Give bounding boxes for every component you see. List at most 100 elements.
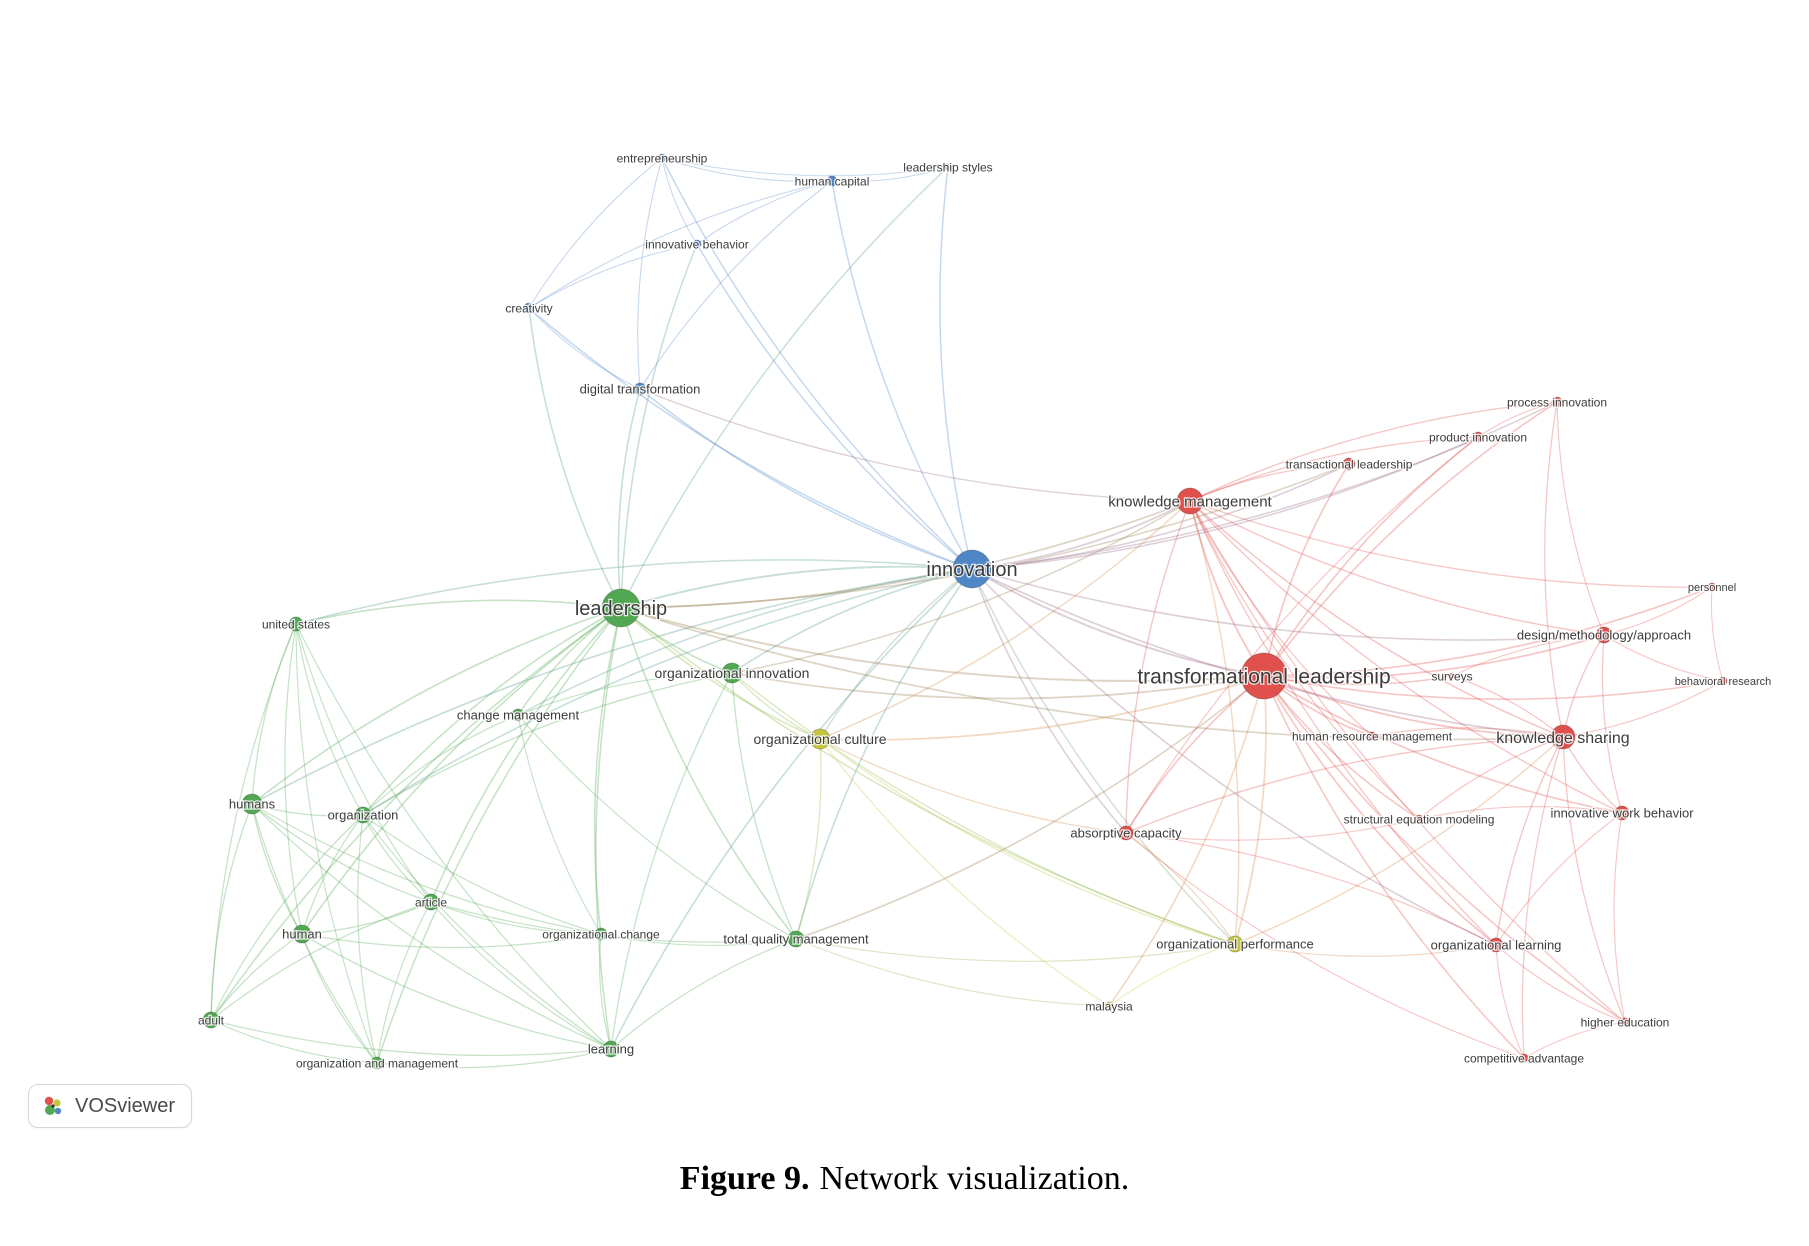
edge-organizational_innovation-organization <box>362 672 733 816</box>
edge-humans-organizational_change <box>251 803 602 935</box>
edge-creativity-digital_transformation <box>528 307 641 390</box>
edge-transformational_leadership-personnel <box>1263 586 1713 677</box>
edge-innovation-united_states <box>295 559 973 625</box>
edge-innovation-organizational_innovation <box>731 568 973 674</box>
edge-process_innovation-knowledge_sharing <box>1544 401 1564 738</box>
edge-leadership-organizational_performance <box>620 607 1236 945</box>
node-adult[interactable] <box>202 1011 220 1029</box>
node-organizational_performance[interactable] <box>1226 935 1244 953</box>
edge-leadership-organization_and_management <box>376 607 622 1064</box>
node-label-adult: adult <box>198 1013 225 1027</box>
node-label-organizational_innovation: organizational innovation <box>655 665 810 681</box>
edge-organization-organizational_change <box>362 814 602 935</box>
node-product_innovation[interactable] <box>1472 431 1484 443</box>
node-creativity[interactable] <box>523 302 535 314</box>
node-organization[interactable] <box>354 806 372 824</box>
node-change_management[interactable] <box>511 708 525 722</box>
edge-process_innovation-transformational_leadership <box>1263 401 1558 677</box>
edge-organizational_performance-organizational_learning <box>1234 943 1497 957</box>
node-organizational_change[interactable] <box>594 927 608 941</box>
edge-innovation-learning <box>610 568 973 1050</box>
edge-digital_transformation-innovation <box>639 388 973 570</box>
edge-organizational_change-learning <box>598 933 612 1050</box>
node-process_innovation[interactable] <box>1551 396 1563 408</box>
node-entrepreneurship[interactable] <box>657 153 667 163</box>
edge-human-organization_and_management <box>301 933 378 1064</box>
edge-human_capital-leadership_styles <box>831 166 949 183</box>
edge-article-organizational_change <box>430 901 602 935</box>
node-digital_transformation[interactable] <box>633 382 647 396</box>
node-personnel[interactable] <box>1707 582 1717 592</box>
node-innovation[interactable] <box>952 549 992 589</box>
node-knowledge_management[interactable] <box>1176 487 1204 515</box>
edge-entrepreneurship-creativity <box>528 157 663 309</box>
edge-organization-article <box>362 814 432 903</box>
edge-product_innovation-absorptive_capacity <box>1125 436 1479 834</box>
edge-knowledge_sharing-higher_education <box>1562 736 1626 1023</box>
edge-humans-adult <box>210 803 253 1021</box>
node-transactional_leadership[interactable] <box>1342 457 1356 471</box>
node-innovative_work_behavior[interactable] <box>1614 805 1630 821</box>
node-leadership[interactable] <box>601 588 641 628</box>
node-article[interactable] <box>422 893 440 911</box>
node-leadership_styles[interactable] <box>944 163 952 171</box>
edge-innovative_behavior-creativity <box>528 243 698 309</box>
node-organizational_innovation[interactable] <box>721 662 743 684</box>
edge-organizational_performance-absorptive_capacity <box>1125 832 1236 945</box>
node-behavioral_research[interactable] <box>1718 676 1728 686</box>
edge-knowledge_sharing-human_resource_management <box>1371 727 1564 738</box>
edge-innovation-humans <box>251 568 973 805</box>
edge-digital_transformation-leadership <box>617 388 641 609</box>
edge-total_quality_management-malaysia <box>795 938 1110 1007</box>
node-knowledge_sharing[interactable] <box>1550 724 1576 750</box>
node-label-structural_equation_modeling: structural equation modeling <box>1344 812 1495 826</box>
edge-organization-organization_and_management <box>357 814 378 1064</box>
node-innovative_behavior[interactable] <box>692 239 702 249</box>
node-label-organization_and_management: organization and management <box>296 1056 459 1070</box>
node-design_methodology_approach[interactable] <box>1595 626 1613 644</box>
node-human_capital[interactable] <box>826 175 838 187</box>
edge-article-organization_and_management <box>376 901 432 1064</box>
edge-change_management-organization <box>362 714 519 816</box>
node-total_quality_management[interactable] <box>787 930 805 948</box>
edge-process_innovation-product_innovation <box>1477 401 1558 438</box>
edge-total_quality_management-learning <box>610 938 797 1050</box>
edge-transformational_leadership-absorptive_capacity <box>1125 675 1265 834</box>
edge-knowledge_management-knowledge_sharing <box>1189 500 1564 738</box>
node-organizational_culture[interactable] <box>809 728 831 750</box>
edge-human-learning <box>301 933 612 1050</box>
edge-change_management-organizational_change <box>517 714 602 935</box>
edge-organizational_innovation-organizational_culture <box>731 672 821 740</box>
edge-leadership-knowledge_management <box>620 500 1191 609</box>
node-label-malaysia: malaysia <box>1085 999 1133 1013</box>
edge-organizational_innovation-learning <box>610 672 733 1050</box>
edge-higher_education-competitive_advantage <box>1523 1021 1626 1059</box>
node-humans[interactable] <box>241 793 263 815</box>
edges-layer <box>210 157 1724 1069</box>
edge-innovative_work_behavior-higher_education <box>1613 812 1626 1023</box>
edge-leadership-transactional_leadership <box>620 463 1350 609</box>
node-transformational_leadership[interactable] <box>1240 652 1288 700</box>
node-structural_equation_modeling[interactable] <box>1414 814 1424 824</box>
edge-knowledge_sharing-behavioral_research <box>1562 680 1724 738</box>
node-absorptive_capacity[interactable] <box>1118 825 1134 841</box>
node-competitive_advantage[interactable] <box>1519 1053 1529 1063</box>
edge-personnel-behavioral_research <box>1710 586 1724 682</box>
node-human[interactable] <box>292 924 312 944</box>
node-united_states[interactable] <box>288 616 304 632</box>
edge-adult-learning <box>210 1019 612 1057</box>
edge-entrepreneurship-leadership_styles <box>661 157 949 177</box>
edge-creativity-leadership <box>528 307 622 609</box>
node-organization_and_management[interactable] <box>370 1056 384 1070</box>
node-label-humans: humans <box>229 797 276 812</box>
node-human_resource_management[interactable] <box>1367 731 1377 741</box>
node-learning[interactable] <box>602 1040 620 1058</box>
node-label-organizational_culture: organizational culture <box>753 731 886 747</box>
node-malaysia[interactable] <box>1104 1001 1114 1011</box>
node-organizational_learning[interactable] <box>1488 937 1504 953</box>
node-surveys[interactable] <box>1448 672 1456 680</box>
node-label-leadership: leadership <box>575 598 667 620</box>
node-higher_education[interactable] <box>1620 1017 1630 1027</box>
edge-adult-organization_and_management <box>210 1019 378 1064</box>
